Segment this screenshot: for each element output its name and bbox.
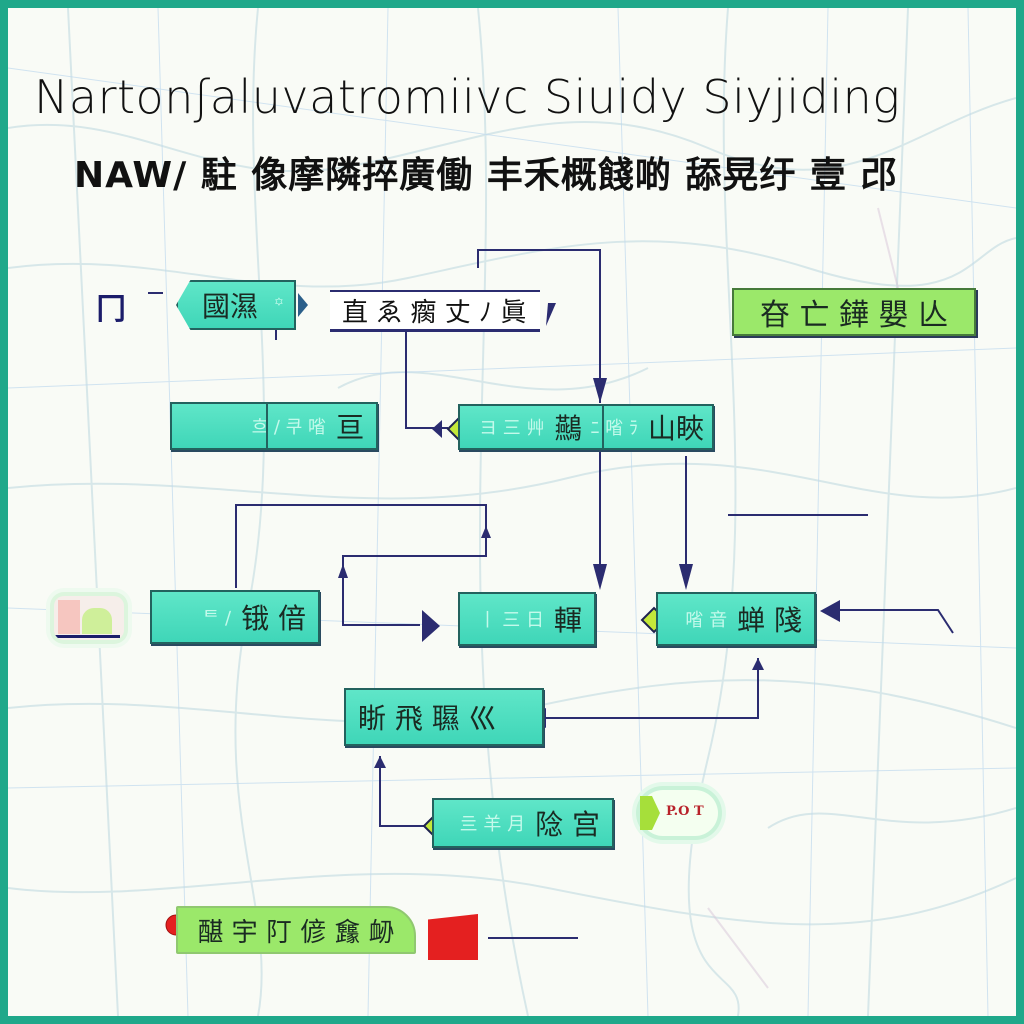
node-label: 蝉 䧖: [737, 604, 802, 637]
flow-node-7[interactable]: ⼁ 三 ⽇ 䡣: [458, 592, 596, 646]
node-faint-label: 흐 ∕ 쿠 㗂: [251, 417, 326, 438]
node-faint-label: 㗂 ⾳: [685, 610, 728, 631]
diamond-icon: [640, 796, 660, 830]
node-faint-label: ⼁ 三 ⽇: [478, 610, 544, 631]
flow-node-11[interactable]: 䤁 宇 䦺 偐 㒪 䘐: [176, 906, 416, 954]
flow-node-5a[interactable]: ヨ 三 ⾋ 䴏: [460, 407, 591, 447]
node-label: 锇 偣: [241, 602, 306, 635]
flow-node-5[interactable]: ヨ 三 ⾋ 䴏 ﾆ 㗂 ﾗ ⼭䀹: [458, 404, 714, 450]
node-divider: [602, 406, 604, 448]
node-label: 䧔 宫: [535, 808, 600, 841]
pot-badge[interactable]: P.O T: [640, 790, 718, 836]
flow-node-5b[interactable]: ﾆ 㗂 ﾗ ⼭䀹: [591, 407, 712, 447]
node-label: 䀿 ⾶ 䏉 ⼮: [358, 702, 497, 735]
diagram-title: Nartonʃaluvatromiivc Siuidy Siyjiding: [34, 70, 901, 124]
flow-node-4[interactable]: 흐 ∕ 쿠 㗂 亘: [170, 402, 378, 450]
diagram-subtitle: NAW/ 駐 像摩隣捽廣働 丰禾概餞啲 舔晃纡 壹 邔: [74, 155, 898, 196]
pot-label: P.O T: [666, 804, 704, 819]
start-bracket-icon: 冂: [96, 292, 126, 327]
node-label: ⼭䀹: [647, 412, 704, 445]
node-faint-label: 亖 ⽺ ⽉: [459, 814, 526, 835]
flow-node-6[interactable]: ᄐ ∕ 锇 偣: [150, 590, 320, 644]
node-faint-label: ꙳: [274, 295, 284, 316]
node-label: 䡣: [553, 604, 582, 637]
flow-node-2[interactable]: 直 ゑ 瘸 丈 ﾉ 眞: [330, 290, 540, 332]
chart-thumbnail-icon: [54, 596, 124, 640]
flow-node-9[interactable]: 䀿 ⾶ 䏉 ⼮: [344, 688, 544, 746]
flow-node-8[interactable]: 㗂 ⾳ 蝉 䧖: [656, 592, 816, 646]
node-label: 䴏: [554, 412, 583, 445]
node-faint-label: ᄐ ∕: [202, 608, 232, 629]
node-label: 亘: [335, 411, 364, 444]
node-label: 昚 亡 鏵 嬰 亾: [759, 298, 949, 333]
flow-node-3[interactable]: 昚 亡 鏵 嬰 亾: [732, 288, 976, 336]
node-label: 直 ゑ 瘸 丈 ﾉ 眞: [342, 298, 527, 328]
node-label: 䤁 宇 䦺 偐 㒪 䘐: [197, 917, 395, 948]
node-label: 國濕: [202, 290, 259, 323]
flow-node-10[interactable]: 亖 ⽺ ⽉ 䧔 宫: [432, 798, 614, 848]
flow-node-1[interactable]: 國濕 ꙳: [176, 280, 296, 330]
node-faint-label: ﾆ 㗂 ﾗ: [590, 418, 638, 439]
diagram-canvas: Nartonʃaluvatromiivc Siuidy Siyjiding NA…: [8, 8, 1016, 1016]
node-divider: [266, 404, 268, 448]
node-faint-label: ヨ 三 ⾋: [479, 418, 545, 439]
end-terminal-icon: [428, 914, 478, 960]
